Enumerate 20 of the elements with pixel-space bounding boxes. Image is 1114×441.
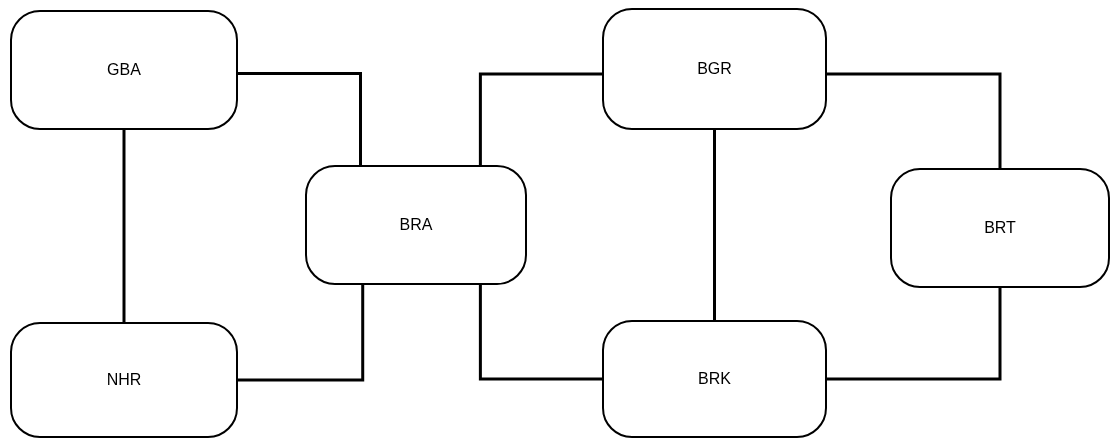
node-label: BRK bbox=[698, 369, 731, 389]
rounded-box bbox=[602, 320, 827, 438]
rounded-box bbox=[305, 165, 527, 285]
connector-line bbox=[478, 72, 602, 165]
node-label: BRT bbox=[984, 218, 1016, 238]
connector-line bbox=[827, 288, 1002, 381]
connector-line bbox=[122, 130, 126, 324]
rounded-box bbox=[890, 168, 1110, 288]
connector-line bbox=[238, 72, 362, 165]
connector-line bbox=[478, 285, 602, 381]
rounded-box bbox=[10, 10, 238, 130]
node-label: NHR bbox=[106, 370, 142, 390]
node-label: BRA bbox=[399, 215, 433, 235]
connector-line bbox=[827, 72, 1002, 168]
connector-line bbox=[713, 130, 716, 322]
rounded-box bbox=[602, 8, 827, 130]
node-label: BGR bbox=[697, 59, 732, 79]
rounded-box bbox=[10, 322, 238, 438]
connector-line bbox=[238, 285, 365, 382]
node-label: GBA bbox=[107, 60, 141, 80]
